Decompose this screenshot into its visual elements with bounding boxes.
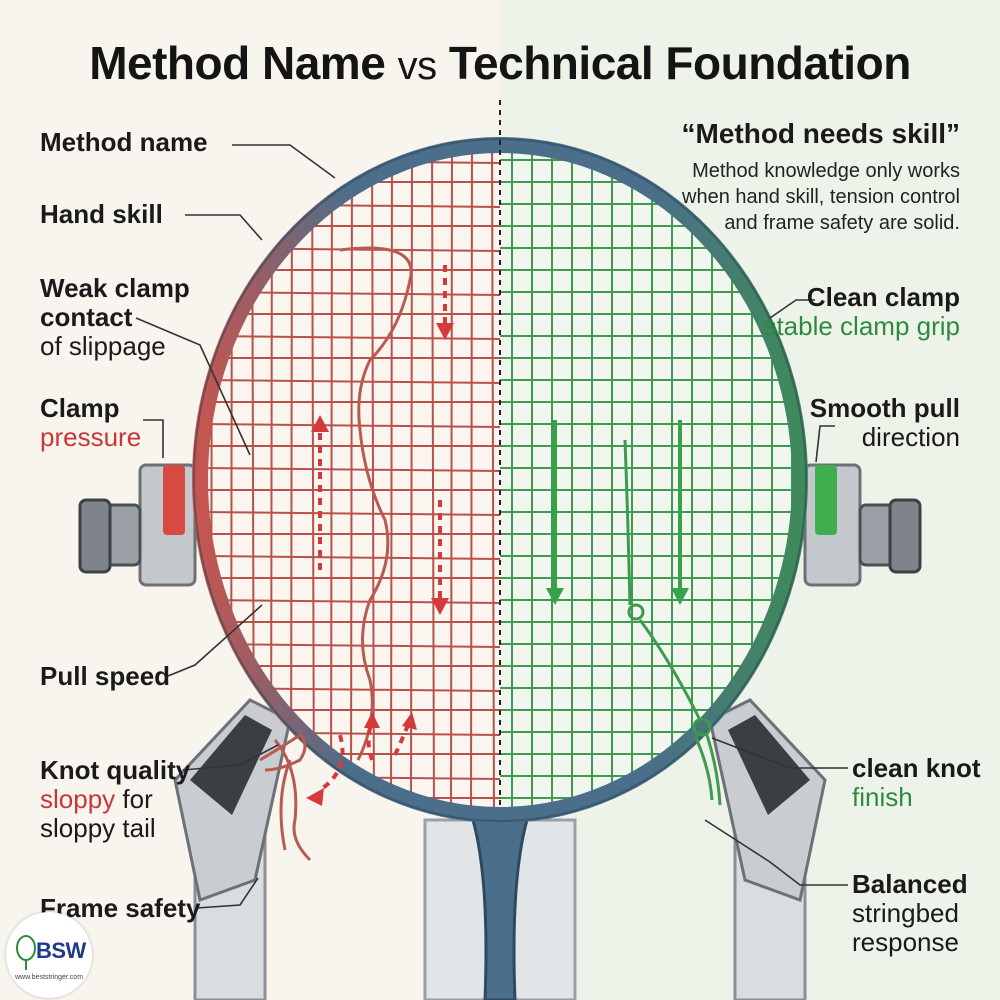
string	[330, 145, 333, 815]
string	[200, 599, 501, 604]
quote-title: “Method needs skill”	[681, 118, 961, 149]
bsw-logo: BSW www.beststringer.com	[6, 912, 92, 998]
string	[200, 423, 501, 428]
string	[410, 145, 413, 815]
label-clamp-pressure: Clamp pressure	[40, 393, 142, 452]
string	[290, 145, 293, 815]
smooth-pull-arrows	[553, 420, 682, 590]
label-hand-skill: Hand skill	[40, 199, 163, 229]
label-knot-quality: Knot quality sloppy for sloppy tail	[40, 755, 191, 843]
label-weak-clamp: Weak clamp contact of slippage	[40, 273, 190, 361]
racket-logo-icon	[16, 935, 36, 970]
loose-string	[259, 246, 413, 862]
string	[200, 335, 501, 340]
left-clamp	[78, 463, 197, 587]
leader-lines	[135, 144, 848, 909]
logo-site: www.beststringer.com	[14, 974, 84, 981]
string	[200, 511, 501, 516]
label-clean-knot: clean knot finish	[852, 753, 981, 812]
quote-body: Method knowledge only works when hand sk…	[682, 160, 960, 234]
label-clean-clamp: Clean clamp stable clamp grip	[763, 282, 960, 341]
string	[200, 643, 501, 648]
string	[350, 145, 353, 815]
string	[450, 145, 453, 815]
red-arrowheads	[306, 323, 454, 806]
label-method-name: Method name	[40, 127, 208, 157]
label-balanced-stringbed: Balanced stringbed response	[852, 869, 968, 957]
page-title: Method Name vs Technical Foundation	[89, 37, 911, 89]
right-clamp	[803, 463, 922, 587]
uneven-pull-arrows	[318, 265, 447, 792]
string	[200, 379, 501, 384]
string	[200, 467, 501, 472]
machine-mounts	[173, 698, 827, 1000]
label-smooth-pull: Smooth pull direction	[809, 393, 960, 452]
string	[311, 145, 315, 815]
clean-tie-off	[623, 439, 722, 806]
string	[431, 145, 435, 815]
string	[470, 145, 473, 815]
string	[210, 145, 213, 815]
racket-shaft	[467, 808, 533, 1000]
string	[491, 145, 495, 815]
string	[390, 145, 393, 815]
logo-text: BSW	[36, 938, 86, 963]
string	[200, 555, 501, 560]
label-pull-speed: Pull speed	[40, 661, 171, 691]
